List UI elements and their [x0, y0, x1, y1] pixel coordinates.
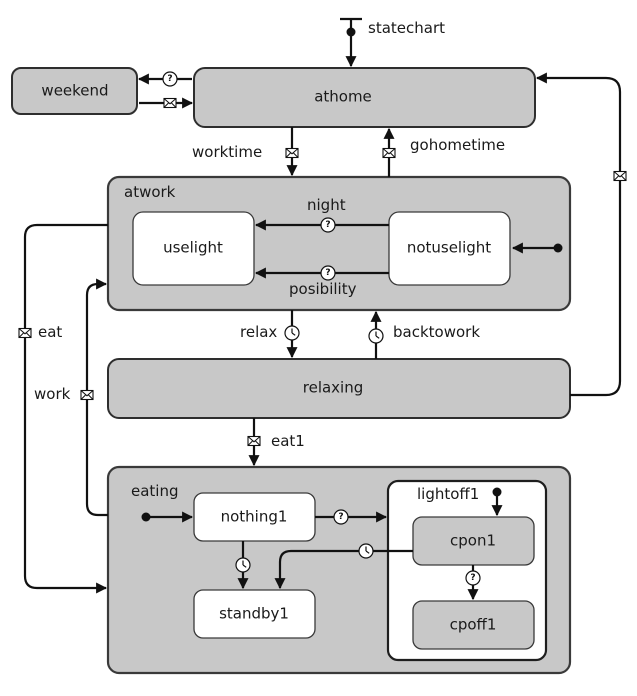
question-mark-icon: ?: [333, 509, 349, 525]
transition-athome-to-weekend[interactable]: ?: [137, 71, 192, 87]
envelope-icon: [18, 327, 32, 339]
transition-worktime[interactable]: worktime: [192, 127, 299, 177]
transition-cpon1-to-cpoff1[interactable]: ?: [465, 565, 481, 601]
transition-weekend-to-athome[interactable]: [139, 97, 194, 109]
state-uselight-label: uselight: [163, 239, 223, 257]
state-atwork-label: atwork: [124, 183, 176, 201]
question-mark-icon: ?: [162, 71, 178, 87]
envelope-icon: [613, 170, 627, 182]
clock-icon: [284, 325, 300, 341]
state-lightoff1-label: lightoff1: [417, 485, 479, 503]
state-notuselight[interactable]: notuselight: [388, 211, 511, 286]
question-mark-icon: ?: [320, 265, 336, 281]
clock-icon: [368, 328, 384, 344]
transition-eat1[interactable]: eat1: [247, 418, 305, 467]
envelope-icon: [382, 147, 396, 159]
state-nothing1[interactable]: nothing1: [193, 492, 316, 542]
transition-eat1-label: eat1: [271, 432, 305, 450]
state-athome-label: athome: [314, 88, 372, 106]
envelope-icon: [163, 97, 177, 109]
transition-gohometime[interactable]: gohometime: [382, 127, 505, 177]
initial-lightoff1[interactable]: [491, 487, 503, 517]
initial-eating[interactable]: [141, 511, 194, 523]
transition-relaxing-to-athome[interactable]: [535, 72, 627, 397]
state-uselight[interactable]: uselight: [132, 211, 255, 286]
transition-worktime-label: worktime: [192, 143, 262, 161]
svg-text:?: ?: [338, 512, 343, 522]
state-relaxing-label: relaxing: [303, 379, 364, 397]
transition-backtowork[interactable]: backtowork: [368, 310, 480, 359]
clock-icon: [235, 557, 251, 573]
question-mark-icon: ?: [320, 217, 336, 233]
initial-atwork[interactable]: [511, 242, 563, 254]
transition-nothing1-to-standby1[interactable]: [235, 541, 251, 590]
clock-icon: [358, 543, 374, 559]
svg-text:?: ?: [325, 268, 330, 278]
state-athome[interactable]: athome: [193, 67, 536, 128]
state-cpoff1-label: cpoff1: [450, 616, 497, 634]
state-notuselight-label: notuselight: [407, 239, 491, 257]
transition-cpon1-to-standby1[interactable]: [274, 543, 413, 590]
transition-posibility[interactable]: ? posibility: [254, 265, 389, 298]
transition-relax-label: relax: [240, 323, 277, 341]
envelope-icon: [80, 389, 94, 401]
state-nothing1-label: nothing1: [221, 508, 288, 526]
state-relaxing[interactable]: relaxing: [107, 358, 571, 419]
transition-eat[interactable]: eat: [18, 223, 108, 594]
transition-night[interactable]: ? night: [254, 196, 389, 233]
state-cpoff1[interactable]: cpoff1: [412, 600, 535, 650]
transition-posibility-label: posibility: [289, 280, 357, 298]
state-weekend[interactable]: weekend: [11, 67, 138, 115]
transition-night-label: night: [307, 196, 346, 214]
transition-backtowork-label: backtowork: [393, 323, 480, 341]
initial-statechart-label: statechart: [368, 19, 445, 37]
transition-gohometime-label: gohometime: [410, 136, 505, 154]
transition-work-label: work: [34, 385, 71, 403]
svg-text:?: ?: [325, 220, 330, 230]
svg-text:?: ?: [470, 573, 475, 583]
state-cpon1-label: cpon1: [450, 532, 496, 550]
state-eating-label: eating: [131, 482, 179, 500]
envelope-icon: [285, 147, 299, 159]
question-mark-icon: ?: [465, 570, 481, 586]
transition-relax[interactable]: relax: [240, 310, 300, 359]
state-standby1[interactable]: standby1: [193, 589, 316, 639]
state-weekend-label: weekend: [41, 82, 108, 100]
state-standby1-label: standby1: [219, 605, 289, 623]
transition-nothing1-to-lightoff1[interactable]: ?: [315, 509, 388, 525]
envelope-icon: [247, 435, 261, 447]
svg-text:?: ?: [167, 74, 172, 84]
transition-eat-label: eat: [38, 323, 62, 341]
initial-statechart[interactable]: statechart: [340, 17, 445, 68]
transition-work[interactable]: work: [34, 278, 108, 517]
state-cpon1[interactable]: cpon1: [412, 516, 535, 566]
